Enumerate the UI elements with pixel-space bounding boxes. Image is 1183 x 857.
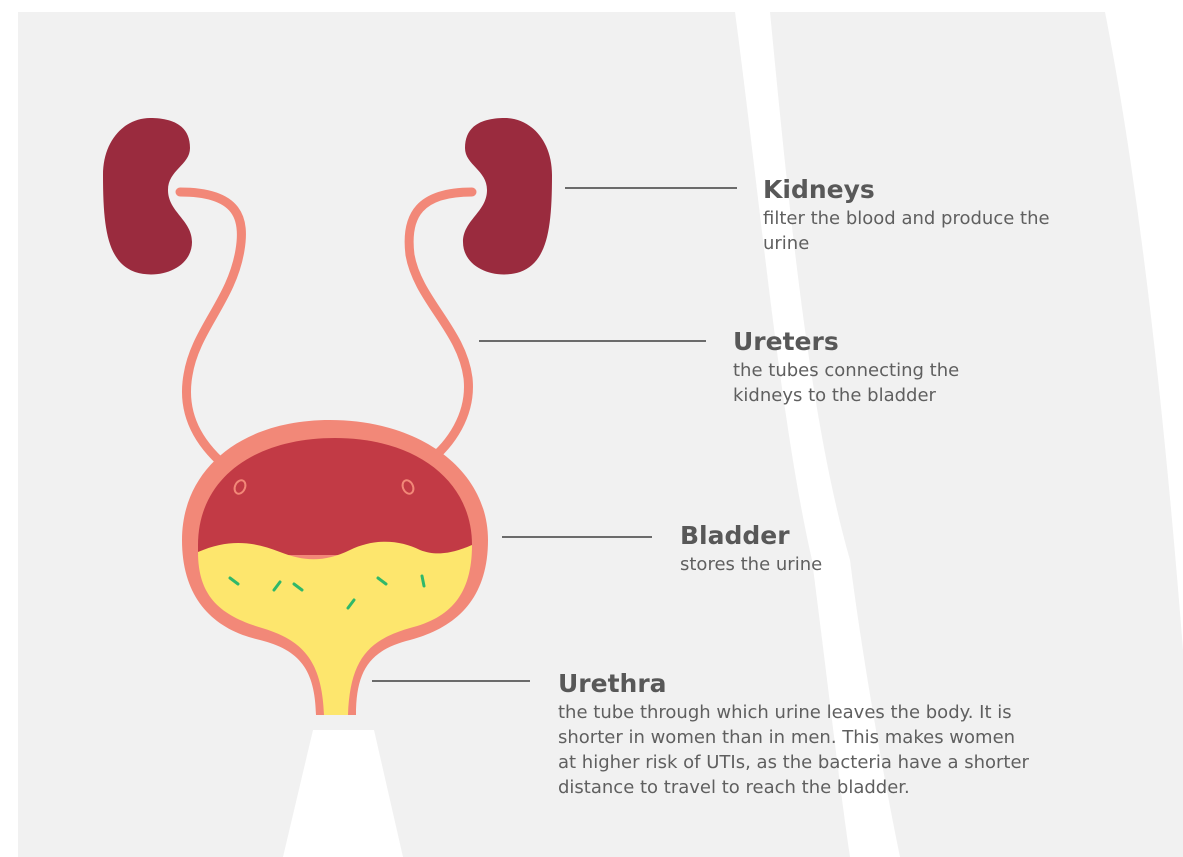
ureters-description: the tubes connecting the kidneys to the … bbox=[733, 358, 1023, 408]
bacterium bbox=[422, 576, 424, 586]
urethra-description: the tube through which urine leaves the … bbox=[558, 700, 1033, 800]
kidneys-description: filter the blood and produce the urine bbox=[763, 206, 1093, 256]
ureters-title: Ureters bbox=[733, 326, 1023, 358]
urethra-leader-line bbox=[372, 680, 530, 682]
ureters-leader-line bbox=[479, 340, 706, 342]
kidneys-label: Kidneys filter the blood and produce the… bbox=[763, 174, 1093, 256]
urethra-title: Urethra bbox=[558, 668, 1033, 700]
urethra-label: Urethra the tube through which urine lea… bbox=[558, 668, 1033, 800]
ureters-label: Ureters the tubes connecting the kidneys… bbox=[733, 326, 1023, 408]
kidneys-title: Kidneys bbox=[763, 174, 1093, 206]
kidneys-leader-line bbox=[565, 187, 737, 189]
bladder-title: Bladder bbox=[680, 520, 980, 552]
bladder-leader-line bbox=[502, 536, 652, 538]
bladder-label: Bladder stores the urine bbox=[680, 520, 980, 577]
bladder-description: stores the urine bbox=[680, 552, 980, 577]
